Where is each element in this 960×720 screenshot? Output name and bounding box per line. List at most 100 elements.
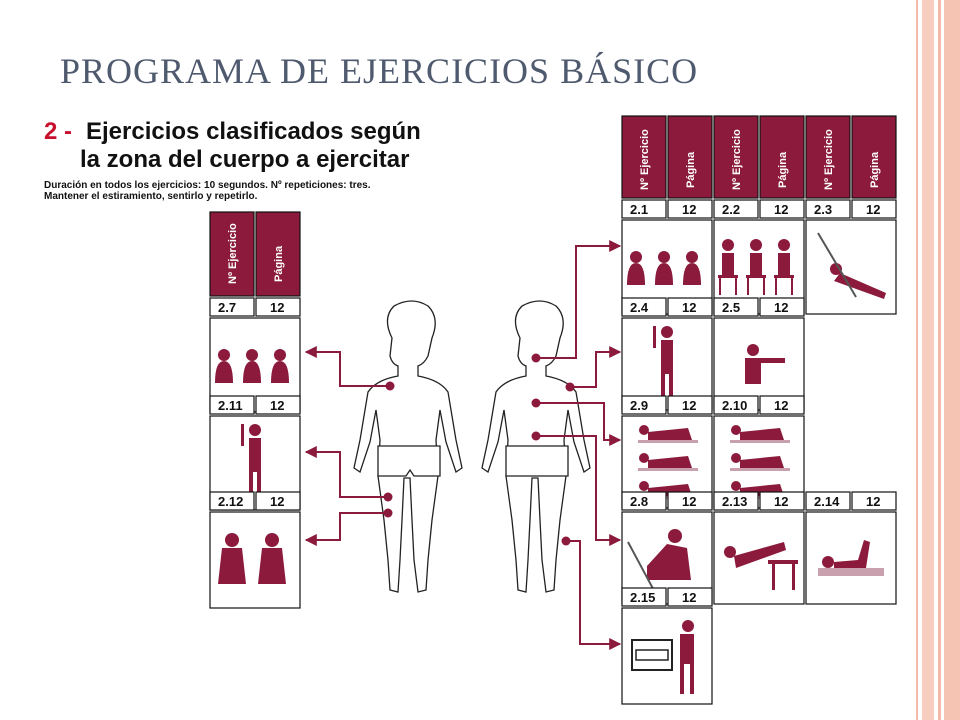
page-number: 12 — [774, 494, 788, 509]
exercise-number: 2.2 — [722, 202, 740, 217]
exercise-number: 2.10 — [722, 398, 747, 413]
exercise-cell: 2.2 12 — [713, 199, 805, 315]
exercise-number-box — [713, 491, 759, 511]
exercise-number: 2.3 — [814, 202, 832, 217]
page-number-box — [759, 199, 805, 219]
exercise-number: 2.4 — [630, 300, 649, 315]
exercise-number-box — [621, 199, 667, 219]
exercise-image-box — [621, 607, 713, 705]
exercise-number-box — [621, 491, 667, 511]
page-number: 12 — [774, 300, 788, 315]
page-number-box — [255, 395, 301, 415]
exercise-number: 2.7 — [218, 300, 236, 315]
exercise-image-box — [805, 219, 897, 315]
front-body-figure — [353, 300, 463, 593]
exercise-illustration — [241, 424, 261, 502]
exercise-cell: 2.14 12 — [805, 491, 897, 605]
exercise-cell: 2.4 12 — [621, 297, 713, 411]
exercise-illustration — [215, 349, 289, 383]
exercise-illustration — [818, 540, 884, 576]
page-number-box — [759, 297, 805, 317]
exercise-number: 2.12 — [218, 494, 243, 509]
page-number-box — [667, 297, 713, 317]
exercise-number: 2.15 — [630, 590, 655, 605]
header-exercise-label: Nº Ejercicio — [227, 223, 239, 284]
header-exercise-label: Nº Ejercicio — [731, 129, 743, 190]
exercise-illustration — [745, 344, 785, 384]
exercise-illustration — [653, 326, 673, 404]
page-number-box — [759, 491, 805, 511]
exercise-image-box — [713, 317, 805, 411]
exercise-cell: 2.8 12 — [621, 491, 713, 605]
exercise-cell: 2.9 12 — [621, 395, 713, 509]
exercise-number-box — [621, 395, 667, 415]
page-number: 12 — [682, 398, 696, 413]
exercise-number-box — [713, 297, 759, 317]
section-number: 2 - — [44, 118, 73, 145]
page-number-box — [759, 395, 805, 415]
exercise-cell: 2.13 12 — [713, 491, 805, 605]
exercise-number-box — [713, 395, 759, 415]
exercise-cell: 2.10 12 — [713, 395, 805, 509]
exercise-number-box — [209, 395, 255, 415]
header-page-label: Página — [777, 151, 789, 188]
header-page-label: Página — [273, 245, 285, 282]
header-exercise-label: Nº Ejercicio — [639, 129, 651, 190]
exercise-cell: 2.15 12 — [621, 587, 713, 705]
page-number-box — [851, 199, 897, 219]
exercise-cell: 2.7 12 — [209, 297, 301, 413]
exercise-illustration — [627, 251, 701, 285]
header-exercise-label: Nº Ejercicio — [823, 129, 835, 190]
page-number: 12 — [866, 202, 880, 217]
exercise-number-box — [209, 491, 255, 511]
instructions-note: Duración en todos los ejercicios: 10 seg… — [44, 180, 371, 202]
exercise-image-box — [805, 511, 897, 605]
decorative-stripes — [916, 0, 960, 720]
right-table-header: Nº Ejercicio Página Nº Ejercicio Página … — [621, 115, 897, 199]
instructions-line-2: Mantener el estiramiento, sentirlo y rep… — [44, 191, 258, 202]
page-number-box — [667, 199, 713, 219]
back-body-figure — [481, 300, 591, 593]
page-number: 12 — [682, 202, 696, 217]
exercise-cell: 2.3 12 — [805, 199, 897, 315]
exercise-illustration — [218, 533, 286, 584]
exercise-illustration — [724, 542, 798, 590]
exercise-number-box — [713, 199, 759, 219]
page-number: 12 — [774, 398, 788, 413]
left-table-header: Nº Ejercicio Página — [209, 211, 301, 297]
instructions-line-1: Duración en todos los ejercicios: 10 seg… — [44, 180, 371, 191]
exercise-number: 2.1 — [630, 202, 648, 217]
exercise-number: 2.14 — [814, 494, 840, 509]
page-number: 12 — [270, 398, 284, 413]
exercise-number: 2.8 — [630, 494, 648, 509]
page-number-box — [255, 297, 301, 317]
exercise-illustration — [817, 232, 886, 299]
page-number: 12 — [682, 300, 696, 315]
exercise-image-box — [713, 511, 805, 605]
page-number-box — [667, 395, 713, 415]
page-number: 12 — [866, 494, 880, 509]
exercise-number-box — [209, 297, 255, 317]
exercise-number-box — [621, 587, 667, 607]
header-page-label: Página — [685, 151, 697, 188]
page-number: 12 — [682, 590, 696, 605]
page-title: PROGRAMA DE EJERCICIOS BÁSICO — [60, 51, 699, 91]
section-heading-line-2: la zona del cuerpo a ejercitar — [80, 146, 410, 173]
section-heading-line-1: Ejercicios clasificados según — [86, 118, 421, 145]
exercise-number: 2.13 — [722, 494, 747, 509]
page-number: 12 — [270, 300, 284, 315]
exercise-illustration — [631, 620, 694, 694]
exercise-number: 2.11 — [218, 398, 243, 413]
exercise-cell: 2.1 12 — [621, 199, 713, 315]
page-number-box — [255, 491, 301, 511]
header-page-label: Página — [869, 151, 881, 188]
page-number-box — [667, 587, 713, 607]
page-number: 12 — [682, 494, 696, 509]
connector-lines — [304, 240, 622, 650]
page-number-box — [851, 491, 897, 511]
exercise-number-box — [805, 491, 851, 511]
exercise-number: 2.9 — [630, 398, 648, 413]
